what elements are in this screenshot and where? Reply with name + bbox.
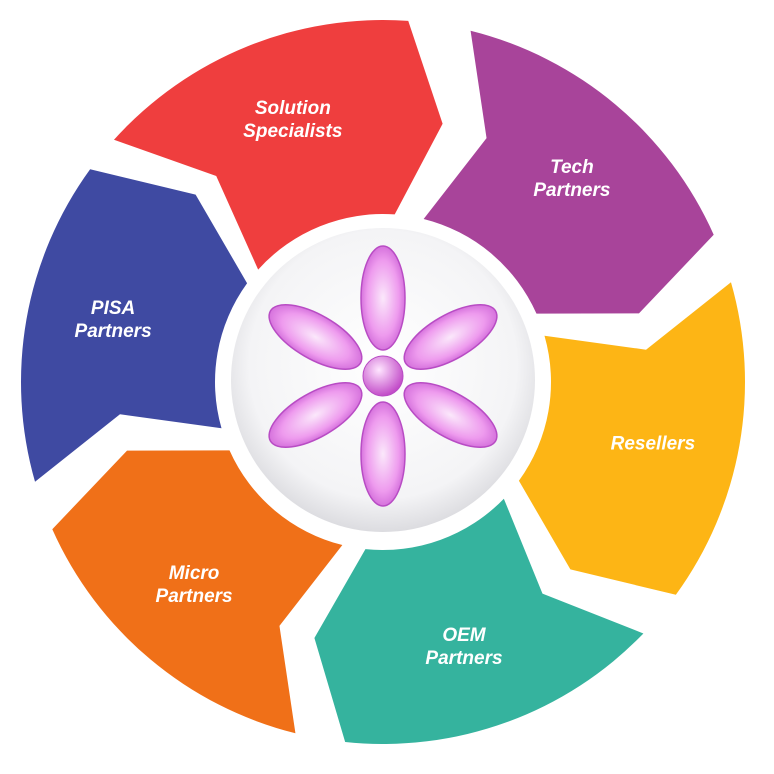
segment-resellers bbox=[518, 282, 746, 595]
flower-petal bbox=[403, 382, 498, 448]
label-line: Partners bbox=[74, 320, 152, 342]
segment-oem-partners bbox=[314, 498, 644, 744]
label-line: Resellers bbox=[610, 433, 696, 455]
flower-petal bbox=[268, 382, 363, 448]
label-line: PISA bbox=[90, 297, 136, 319]
flower-petal bbox=[268, 304, 363, 370]
label-line: Solution bbox=[254, 98, 331, 120]
label-line: Partners bbox=[425, 647, 503, 669]
flower-petal bbox=[360, 245, 406, 351]
segment-label-resellers: Resellers bbox=[611, 433, 696, 456]
flower-petal bbox=[360, 401, 406, 507]
segment-micro-partners bbox=[52, 450, 343, 734]
flower-center bbox=[362, 355, 404, 397]
label-line: Partners bbox=[155, 585, 233, 607]
segment-solution-specialists bbox=[113, 20, 443, 270]
flower-icon bbox=[268, 245, 498, 507]
label-line: OEM bbox=[442, 624, 486, 646]
flower-petal bbox=[403, 304, 498, 370]
segment-pisa-partners bbox=[20, 169, 248, 482]
segment-tech-partners bbox=[423, 30, 714, 314]
label-line: Partners bbox=[533, 180, 611, 202]
label-line: Specialists bbox=[243, 121, 343, 143]
label-line: Tech bbox=[550, 157, 594, 179]
label-line: Micro bbox=[168, 562, 220, 584]
